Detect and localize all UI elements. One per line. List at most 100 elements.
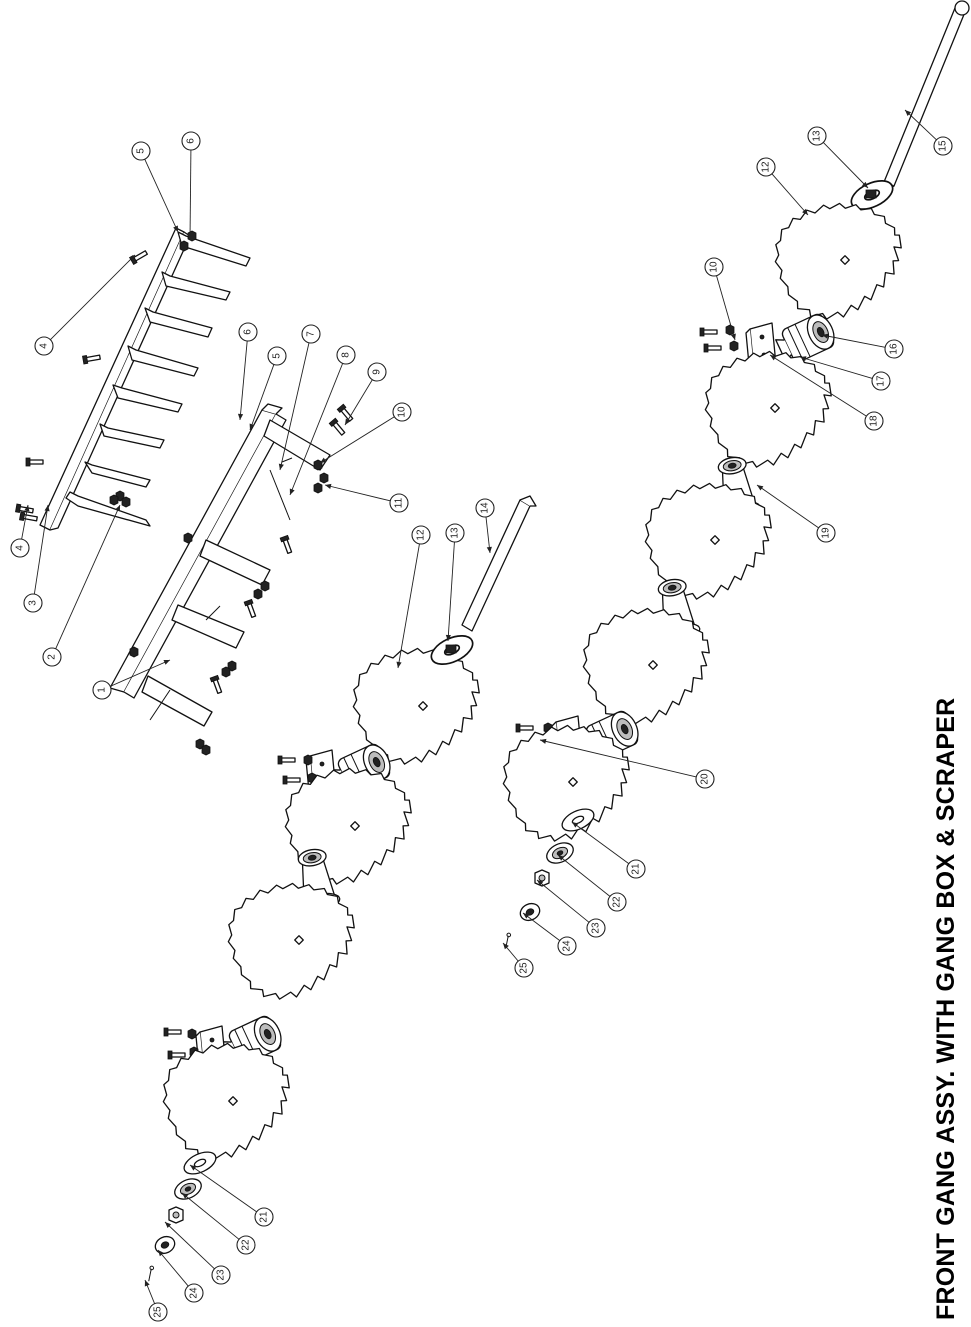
leader-line bbox=[397, 543, 420, 669]
leader-arrowhead bbox=[115, 505, 120, 512]
callout-13: 13 bbox=[445, 523, 465, 642]
callout-21: 21 bbox=[571, 821, 646, 879]
leader-arrowhead bbox=[24, 505, 30, 512]
callout-14: 14 bbox=[475, 498, 495, 554]
callout-17: 17 bbox=[799, 356, 891, 391]
leader-line bbox=[181, 1192, 240, 1240]
gang-lower-left bbox=[143, 495, 537, 1282]
callout-24: 24 bbox=[157, 1249, 204, 1303]
leader-line bbox=[55, 504, 121, 649]
leader-arrowhead bbox=[558, 855, 565, 861]
leader-arrowhead bbox=[396, 661, 402, 668]
leader-line bbox=[716, 275, 736, 341]
leader-line bbox=[319, 416, 395, 464]
callout-10: 10 bbox=[319, 402, 412, 464]
leader-line bbox=[536, 879, 590, 923]
leader-arrowhead bbox=[249, 423, 255, 430]
callout-number: 23 bbox=[591, 922, 602, 934]
leader-arrowhead bbox=[770, 355, 777, 361]
leader-line bbox=[33, 504, 49, 595]
gang-frame bbox=[109, 403, 355, 756]
callout-number: 24 bbox=[562, 940, 573, 952]
callout-number: 25 bbox=[519, 962, 530, 974]
callout-16: 16 bbox=[821, 333, 904, 359]
diagram-title: FRONT GANG ASSY. WITH GANG BOX & SCRAPER bbox=[932, 697, 960, 1320]
callout-1: 1 bbox=[92, 659, 171, 700]
callout-circle bbox=[336, 345, 356, 365]
callout-13: 13 bbox=[807, 126, 869, 189]
callout-circle bbox=[695, 769, 715, 789]
leader-line bbox=[821, 334, 886, 348]
callout-number: 13 bbox=[812, 130, 823, 142]
callout-number: 2 bbox=[47, 654, 58, 660]
callout-22: 22 bbox=[557, 854, 627, 912]
leader-line bbox=[485, 516, 491, 554]
callout-circle bbox=[10, 538, 30, 558]
leader-arrowhead bbox=[861, 181, 868, 188]
leader-line bbox=[249, 364, 275, 431]
leader-line bbox=[756, 484, 819, 529]
leader-arrowhead bbox=[730, 333, 736, 340]
callout-6: 6 bbox=[181, 131, 201, 241]
leader-line bbox=[144, 158, 179, 233]
leader-line bbox=[771, 173, 809, 216]
callout-number: 21 bbox=[259, 1211, 270, 1223]
leader-arrowhead bbox=[278, 463, 284, 470]
callout-23: 23 bbox=[536, 879, 606, 938]
leader-arrowhead bbox=[165, 1222, 172, 1229]
callout-number: 10 bbox=[709, 261, 720, 273]
callout-12: 12 bbox=[396, 525, 431, 669]
callout-circle bbox=[864, 411, 884, 431]
leader-line bbox=[904, 109, 937, 141]
leader-arrowhead bbox=[158, 1250, 164, 1257]
callout-number: 12 bbox=[761, 161, 772, 173]
callout-number: 24 bbox=[189, 1287, 200, 1299]
callout-circle bbox=[704, 257, 724, 277]
leader-arrowhead bbox=[320, 457, 327, 463]
callout-number: 22 bbox=[612, 896, 623, 908]
callout-circle bbox=[475, 498, 495, 518]
leader-line bbox=[239, 340, 248, 421]
callout-circle bbox=[267, 346, 287, 366]
leader-arrowhead bbox=[503, 943, 509, 950]
leader-line bbox=[522, 912, 561, 941]
callout-3: 3 bbox=[23, 504, 50, 613]
callout-8: 8 bbox=[289, 345, 356, 496]
callout-number: 23 bbox=[216, 1269, 227, 1281]
callout-number: 19 bbox=[821, 527, 832, 539]
leader-line bbox=[769, 354, 867, 417]
callout-circle bbox=[816, 523, 836, 543]
leader-arrowhead bbox=[802, 208, 808, 215]
leader-line bbox=[799, 356, 873, 379]
callout-number: 25 bbox=[153, 1306, 164, 1318]
leader-arrowhead bbox=[128, 255, 135, 262]
callout-25: 25 bbox=[144, 1279, 168, 1322]
leader-arrowhead bbox=[345, 418, 351, 425]
callout-number: 5 bbox=[136, 148, 147, 154]
callout-circle bbox=[411, 525, 431, 545]
callout-circle bbox=[148, 1302, 168, 1322]
callout-number: 5 bbox=[272, 353, 283, 359]
leader-arrowhead bbox=[540, 738, 547, 744]
callout-number: 1 bbox=[97, 687, 108, 693]
leader-line bbox=[157, 1249, 189, 1287]
leader-arrowhead bbox=[44, 505, 50, 512]
leader-arrowhead bbox=[182, 1193, 189, 1199]
callout-number: 14 bbox=[480, 502, 491, 514]
callout-circle bbox=[254, 1207, 274, 1227]
leader-line bbox=[164, 1221, 215, 1270]
callout-7: 7 bbox=[278, 324, 321, 471]
callout-number: 8 bbox=[341, 352, 352, 358]
callout-24: 24 bbox=[522, 912, 577, 956]
leader-line bbox=[539, 739, 697, 778]
leader-line bbox=[822, 142, 869, 189]
callout-circle bbox=[238, 322, 258, 342]
callout-number: 13 bbox=[450, 527, 461, 539]
callout-number: 11 bbox=[394, 497, 405, 508]
callout-number: 15 bbox=[938, 140, 949, 152]
callout-12: 12 bbox=[756, 157, 809, 216]
leader-arrowhead bbox=[237, 413, 244, 420]
callout-10: 10 bbox=[704, 257, 736, 341]
callout-number: 10 bbox=[397, 406, 408, 418]
leader-line bbox=[557, 854, 611, 897]
